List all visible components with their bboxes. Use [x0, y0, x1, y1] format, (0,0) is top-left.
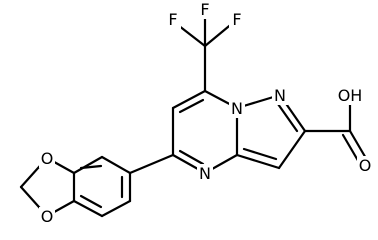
bond-c2-c3: [277, 129, 307, 170]
atom-f1-label: F: [168, 10, 177, 29]
bond-b3-b4-inner: [79, 194, 103, 209]
bond-c3-c3a-inner: [242, 147, 278, 161]
bond-b5-b6: [72, 155, 104, 175]
atom-f1: F: [165, 10, 181, 29]
atom-o-ring2-label: O: [41, 207, 54, 226]
atom-o-carbonyl-label: O: [359, 156, 372, 175]
atom-f3-label: F: [232, 10, 241, 29]
bond-c5-aryl: [128, 153, 175, 175]
bond-n2-c2-inner: [276, 102, 299, 133]
atom-n-bridge-label: N: [231, 99, 243, 118]
bond-c6-c7: [171, 89, 207, 110]
atom-n-pyrimidine-label: N: [199, 164, 211, 183]
bond-b3-b4: [72, 199, 104, 218]
atom-o-ring2: O: [39, 207, 55, 226]
atom-f2-label: F: [200, 0, 209, 19]
bond-b2-b3: [100, 199, 132, 218]
atom-labels: F F F N N N O O: [39, 0, 373, 226]
atom-n-pyrazole: N: [272, 86, 288, 105]
bond-b6-b1: [100, 155, 132, 175]
atom-oh: OH: [335, 86, 365, 105]
atom-o-ring1: O: [39, 149, 55, 168]
bond-c6-c7-inner: [178, 98, 205, 114]
bond-c3-c3a: [235, 153, 281, 170]
molecule-structure: F F F N N N O O: [19, 0, 373, 226]
bond-b5-b6-inner: [79, 164, 103, 170]
atom-o-carbonyl: O: [357, 156, 373, 175]
bond-cooh-o-1: [348, 129, 369, 162]
atom-o-ring1-label: O: [41, 149, 54, 168]
atom-f3: F: [229, 10, 245, 29]
atom-f2: F: [197, 0, 213, 19]
bonds: [19, 8, 369, 218]
bond-n4-c5-inner: [178, 149, 205, 166]
atom-oh-label: OH: [338, 86, 363, 105]
atom-n-bridge: N: [229, 99, 245, 118]
atom-n-pyrazole-label: N: [274, 86, 286, 105]
atom-n-pyrimidine: N: [197, 164, 213, 183]
